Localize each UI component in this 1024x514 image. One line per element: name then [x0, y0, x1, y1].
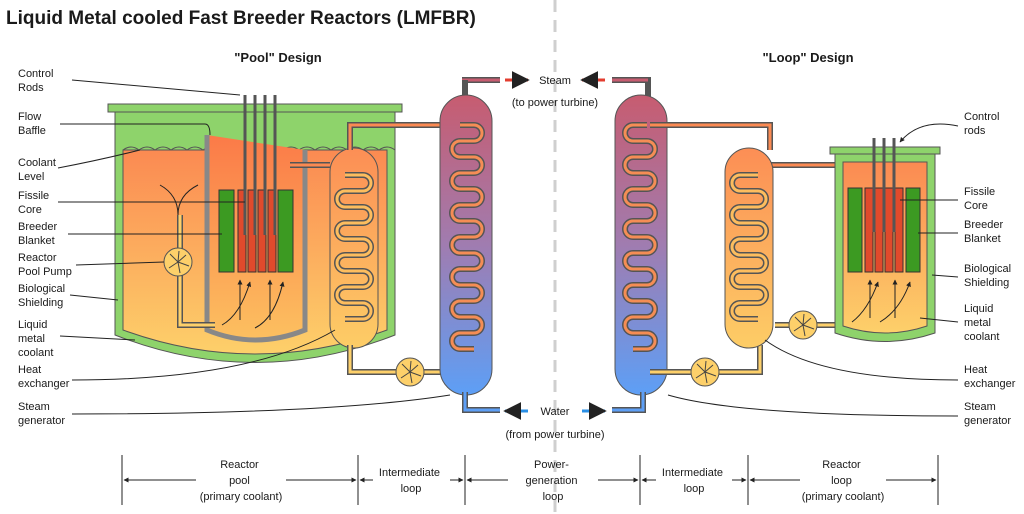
loop-steam-generator: [612, 77, 668, 413]
page-title: Liquid Metal cooled Fast Breeder Reactor…: [6, 8, 476, 29]
loop-leader-lines: [667, 123, 959, 417]
loop-heading: "Loop" Design: [762, 50, 853, 65]
loop-blanket-right: [905, 187, 921, 273]
scale-power-generation-loop: Power- generation loop: [525, 459, 580, 503]
water-label: Water: [541, 406, 570, 418]
loop-reactor: [829, 138, 941, 342]
loop-control-rods: [872, 138, 896, 232]
water-flow: Water (from power turbine): [503, 402, 607, 441]
steam-flow: Steam (to power turbine): [505, 71, 605, 109]
pool-blanket-left: [218, 189, 235, 273]
pool-control-rods: [243, 95, 277, 235]
pump-inlet-flow: [159, 184, 199, 216]
pool-blanket-right: [277, 189, 294, 273]
loop-intermediate-loop: [650, 122, 843, 375]
steam-label: Steam: [539, 75, 571, 87]
loop-scale: [121, 455, 939, 505]
scale-intermediate-loop-left: Intermediate loop: [379, 467, 443, 495]
pool-heading: "Pool" Design: [234, 50, 322, 65]
loop-blanket-left: [847, 187, 863, 273]
scale-reactor-pool: Reactor pool (primary coolant): [200, 459, 283, 503]
water-note: (from power turbine): [505, 429, 604, 441]
pool-reactor: [107, 95, 403, 363]
pool-steam-generator: [439, 77, 500, 413]
pool-heat-exchanger: [329, 147, 379, 349]
scale-intermediate-loop-right: Intermediate loop: [662, 467, 726, 495]
pool-leader-lines: [57, 79, 451, 415]
loop-heat-exchanger: [724, 147, 774, 349]
steam-note: (to power turbine): [512, 97, 598, 109]
scale-reactor-loop: Reactor loop (primary coolant): [802, 459, 885, 503]
